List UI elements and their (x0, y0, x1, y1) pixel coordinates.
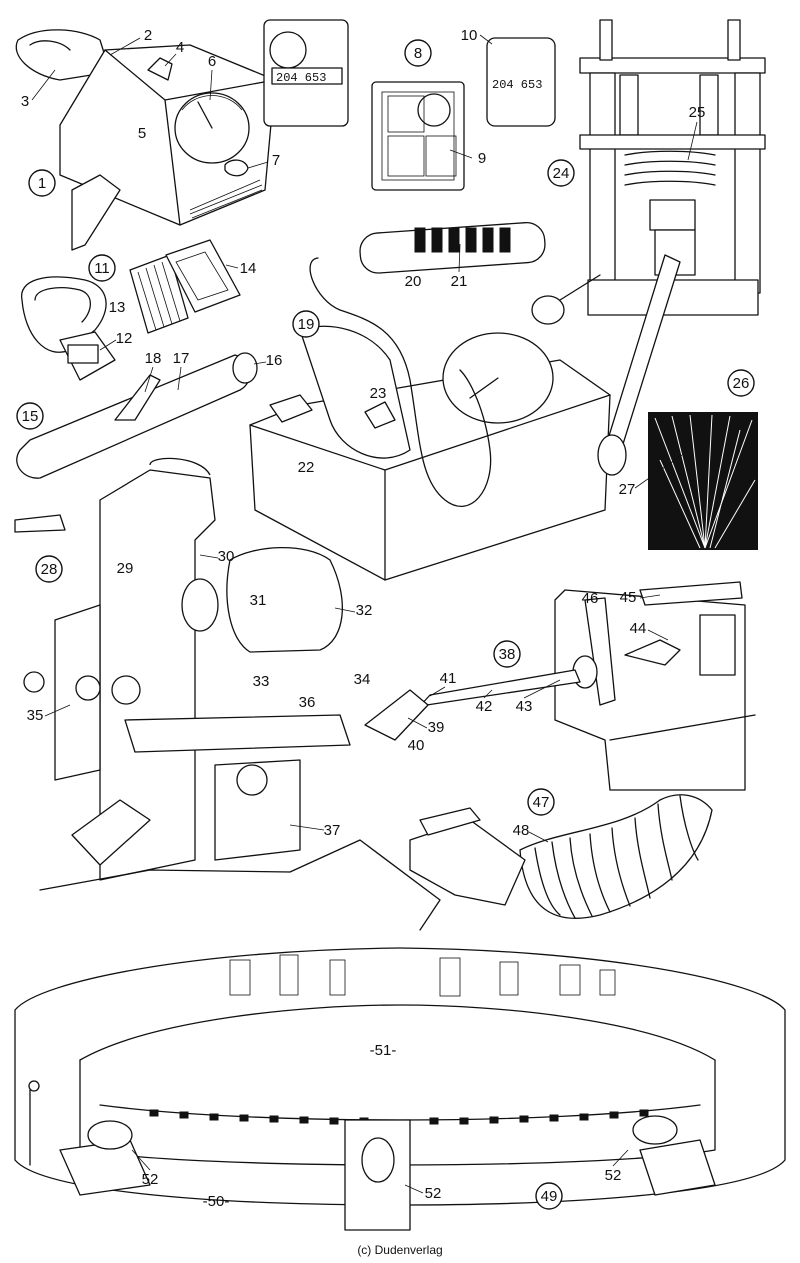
label-4: 4 (176, 39, 184, 56)
label-16: 16 (266, 352, 283, 369)
label-27: 27 (619, 481, 636, 498)
label-39: 39 (428, 719, 445, 736)
fig-26-particle-tracks (648, 412, 758, 550)
label-6: 6 (208, 53, 216, 70)
svg-text:28: 28 (41, 561, 58, 578)
fig-14-film-holder (165, 239, 241, 313)
fig-1-dosimeter (15, 29, 276, 251)
svg-text:47: 47 (533, 794, 550, 811)
dosimeter-readout: 204 653 (276, 71, 326, 85)
circled-label-11: 11 (88, 254, 116, 282)
label-17: 17 (173, 350, 190, 367)
fig-49-synchrotron (14, 947, 786, 1231)
label-23: 23 (370, 385, 387, 402)
svg-text:26: 26 (733, 375, 750, 392)
svg-text:24: 24 (553, 165, 570, 182)
svg-text:11: 11 (94, 260, 110, 277)
svg-text:1: 1 (38, 175, 46, 192)
label-43: 43 (516, 698, 533, 715)
label-3: 3 (21, 93, 29, 110)
label-20: 20 (405, 273, 422, 290)
label-7: 7 (272, 152, 280, 169)
circled-label-38: 38 (493, 640, 521, 668)
fig-11-ring-dosimeter (21, 276, 116, 381)
label-25: 25 (689, 104, 706, 121)
leader-lines (31, 34, 698, 1194)
label-18: 18 (145, 350, 162, 367)
fig-13-film-pack (129, 254, 189, 334)
fig-28-machine (14, 457, 441, 931)
circled-label-47: 47 (527, 788, 555, 816)
fig-38-manipulator (364, 581, 756, 791)
label-42: 42 (476, 698, 493, 715)
label-52-right: 52 (605, 1167, 622, 1184)
label-30: 30 (218, 548, 235, 565)
circled-label-19: 19 (292, 310, 320, 338)
circled-label-26: 26 (727, 369, 755, 397)
copyright-credit: (c) Dudenverlag (357, 1243, 443, 1257)
label-36: 36 (299, 694, 316, 711)
label-29: 29 (117, 560, 134, 577)
label-33: 33 (253, 673, 270, 690)
label-46: 46 (582, 590, 599, 607)
circled-labels: 1 8 11 15 19 24 26 28 38 47 49 (16, 39, 755, 1210)
label-44: 44 (630, 620, 647, 637)
label-5: 5 (138, 125, 146, 142)
label-34: 34 (354, 671, 371, 688)
label-12: 12 (116, 330, 133, 347)
label-37: 37 (324, 822, 341, 839)
label-40: 40 (408, 737, 425, 754)
film-badge-readout: 204 653 (492, 78, 542, 92)
label-14: 14 (240, 260, 257, 277)
label-41: 41 (440, 670, 457, 687)
label-32: 32 (356, 602, 373, 619)
label-9: 9 (478, 150, 486, 167)
fig-10-film: 204 653 (486, 37, 556, 127)
svg-text:15: 15 (22, 408, 39, 425)
label-21: 21 (451, 273, 468, 290)
label-35: 35 (27, 707, 44, 724)
circled-label-49: 49 (535, 1182, 563, 1210)
fig-dosimeter-badge-top: 204 653 (263, 19, 349, 127)
label-52-center: 52 (425, 1185, 442, 1202)
fig-8-film-badge (371, 81, 465, 191)
fig-15-pocket-dosimeter (16, 352, 258, 479)
part-labels: 2 3 4 5 6 7 9 10 12 13 14 16 17 18 20 21… (21, 27, 706, 1210)
svg-text:49: 49 (541, 1188, 558, 1205)
label-45: 45 (620, 589, 637, 606)
label-50: -50- (203, 1193, 230, 1210)
circled-label-15: 15 (16, 402, 44, 430)
label-52-left: 52 (142, 1171, 159, 1188)
svg-text:19: 19 (298, 316, 315, 333)
fig-19-charger (249, 221, 611, 581)
circled-label-8: 8 (404, 39, 432, 67)
fig-47-bellows (409, 794, 713, 919)
svg-text:8: 8 (414, 45, 422, 62)
label-31: 31 (250, 592, 267, 609)
label-48: 48 (513, 822, 530, 839)
label-2: 2 (144, 27, 152, 44)
label-10: 10 (461, 27, 478, 44)
label-51: -51- (370, 1042, 397, 1059)
label-22: 22 (298, 459, 315, 476)
circled-label-28: 28 (35, 555, 63, 583)
fig-24-press (531, 19, 766, 476)
svg-text:38: 38 (499, 646, 516, 663)
label-13: 13 (109, 299, 126, 316)
circled-label-24: 24 (547, 159, 575, 187)
circled-label-1: 1 (28, 169, 56, 197)
